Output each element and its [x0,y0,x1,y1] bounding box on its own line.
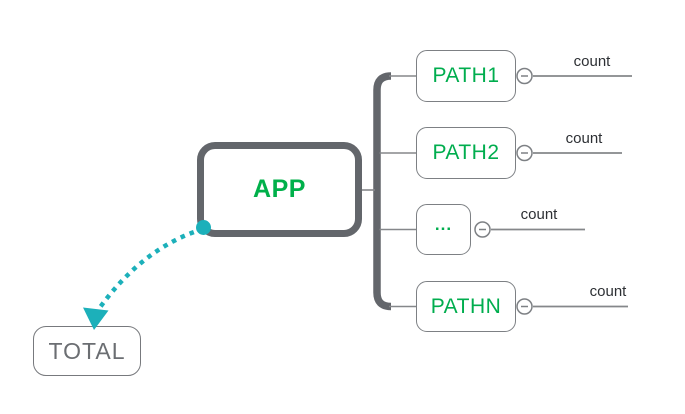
node-pathn-label: PATHN [430,294,502,318]
link-source-dot-icon [196,220,211,235]
collapse-icon[interactable] [516,144,533,162]
node-app[interactable]: APP [197,142,362,237]
collapse-icon[interactable] [516,67,533,85]
node-total-label: TOTAL [48,337,126,364]
collapse-icon[interactable] [516,298,533,315]
count-label-path2: count [565,130,603,147]
node-path-ellipsis-label: ... [434,214,453,234]
node-path-ellipsis[interactable]: ... [416,204,471,255]
count-label-ellipsis: count [520,206,558,223]
node-path2-label: PATH2 [432,141,500,164]
node-app-label: APP [253,175,306,203]
branch-bracket [373,72,392,311]
node-path2[interactable]: PATH2 [416,127,516,179]
node-pathn[interactable]: PATHN [416,281,516,332]
node-path1[interactable]: PATH1 [416,50,516,102]
count-label-path1: count [573,53,611,70]
node-path1-label: PATH1 [432,64,500,87]
collapse-icon[interactable] [474,221,491,238]
node-total[interactable]: TOTAL [33,326,141,376]
count-label-pathn: count [589,283,627,300]
